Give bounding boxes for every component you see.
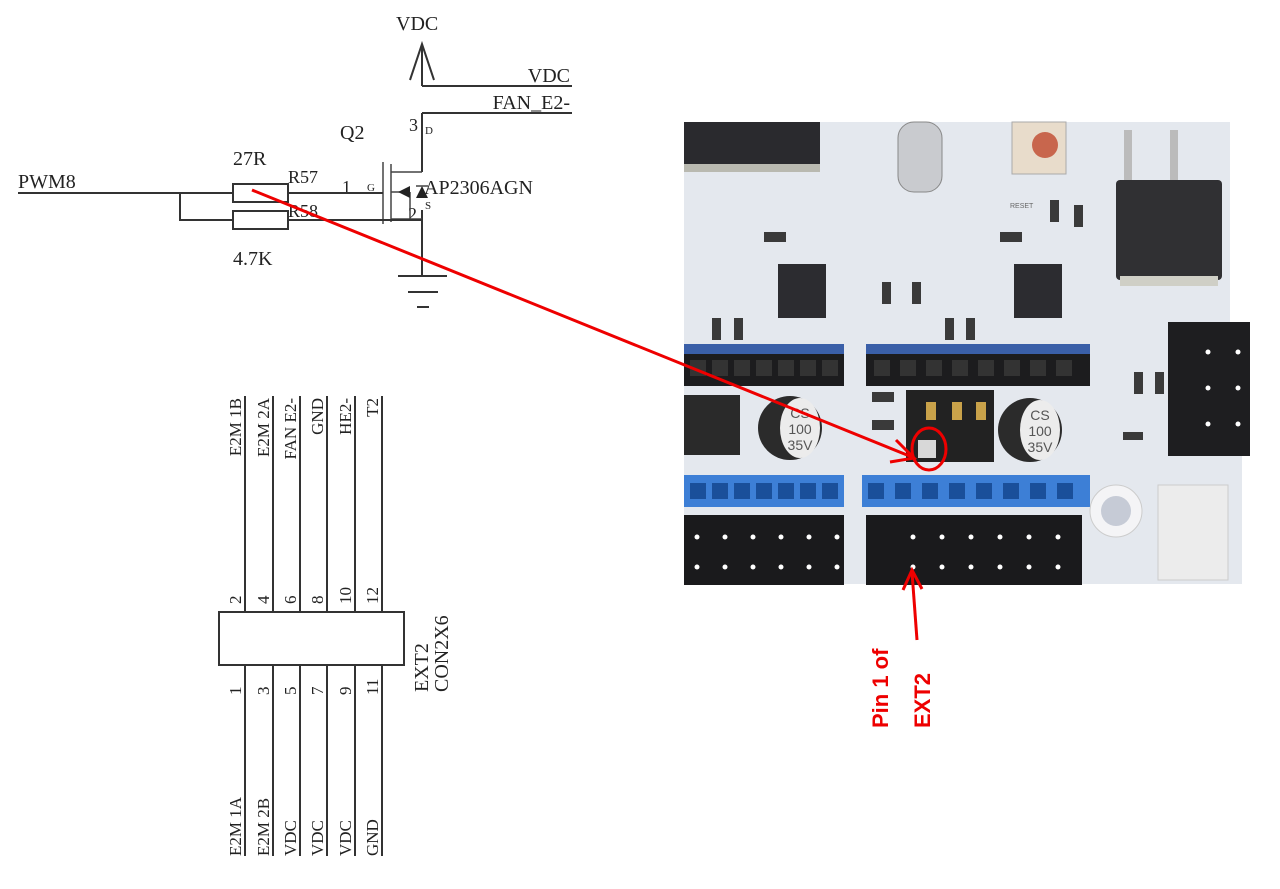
- connector-ref: EXT2: [411, 643, 433, 692]
- pin-drain-number: 3: [409, 115, 418, 135]
- capacitor-left: CS 100 35V: [758, 396, 822, 460]
- connector-pin-net: E2M 2B: [254, 798, 273, 856]
- drain-label: D: [425, 125, 433, 137]
- pin-gate-number: 1: [342, 177, 351, 197]
- connector-pin-number: 6: [281, 596, 300, 605]
- connector-pin-number: 7: [308, 686, 327, 695]
- annotation: Pin 1 of EXT2: [251, 188, 948, 728]
- pointer-arrow-line: [251, 188, 913, 459]
- reset-button: [1032, 132, 1058, 158]
- highlight-circle: [910, 426, 948, 472]
- pin1-label-line1: Pin 1 of: [868, 648, 893, 728]
- connector-pin-net: E2M 1A: [226, 796, 245, 856]
- voltage-regulator: [1116, 180, 1222, 280]
- connector-pin-net: GND: [363, 819, 382, 856]
- r57-value: 27R: [233, 148, 267, 170]
- pwm-net-label: PWM8: [18, 171, 76, 193]
- mounting-hole: [1101, 496, 1131, 526]
- connector-pin-number: 8: [308, 596, 327, 605]
- connector-pin-number: 3: [254, 687, 273, 696]
- connector-pin-net: E2M 2A: [254, 397, 273, 457]
- connector-pin-number: 1: [226, 687, 245, 696]
- pin1-label-line2: EXT2: [910, 673, 935, 728]
- gate-label: G: [367, 182, 375, 194]
- svg-text:35V: 35V: [1028, 439, 1054, 455]
- connector-part: CON2X6: [431, 615, 453, 692]
- reset-label: RESET: [1010, 203, 1034, 210]
- connector-pin-number: 11: [363, 679, 382, 695]
- capacitor-right: CS 100 35V: [998, 398, 1062, 462]
- pcb-photo: RESET: [684, 121, 1250, 585]
- connector-pin-number: 10: [336, 587, 355, 604]
- r58-value: 4.7K: [233, 248, 273, 270]
- connector-pin-net: HE2-: [336, 398, 355, 435]
- source-label: S: [425, 200, 431, 212]
- ground-icon: [398, 275, 447, 308]
- connector-pin-net: VDC: [336, 820, 355, 856]
- microcontroller-chip: [684, 122, 820, 164]
- mosfet-package: [778, 264, 826, 318]
- fan-net-label: FAN_E2-: [493, 92, 570, 114]
- pin-source-number: 2: [408, 204, 417, 224]
- connector-pin-net: T2: [363, 398, 382, 417]
- r57-ref: R57: [288, 167, 318, 187]
- connector-pin-net: FAN E2-: [281, 398, 300, 460]
- pin1-arrow-line: [910, 571, 919, 641]
- pin1-arrowhead-icon: [901, 566, 924, 591]
- svg-text:100: 100: [1028, 423, 1052, 439]
- connector-pin-number: 12: [363, 587, 382, 604]
- resistor-r58: [232, 210, 289, 230]
- svg-text:35V: 35V: [788, 437, 814, 453]
- connector-pin-net: GND: [308, 398, 327, 435]
- connector-pin-net: VDC: [281, 820, 300, 856]
- transistor-part: AP2306AGN: [424, 177, 533, 199]
- connector-pin-number: 2: [226, 596, 245, 605]
- svg-text:CS: CS: [1030, 407, 1049, 423]
- connector-pin-net: E2M 1B: [226, 398, 245, 456]
- fan-connectors: [1157, 484, 1229, 581]
- svg-text:100: 100: [788, 421, 812, 437]
- connector-pin-net: VDC: [308, 820, 327, 856]
- vdc-net-label: VDC: [528, 65, 570, 87]
- ext2-connector: [866, 515, 1082, 585]
- ext1-connector: [684, 515, 844, 585]
- connector-body: [218, 611, 405, 666]
- connector-pin-number: 9: [336, 687, 355, 696]
- transistor-ref: Q2: [340, 122, 364, 144]
- connector-pin-number: 4: [254, 595, 273, 604]
- power-symbol-label: VDC: [396, 13, 438, 35]
- mosfet-schematic: VDC VDC FAN_E2- 3 D 2 S Q2 AP2306AGN 1 G: [18, 13, 572, 308]
- connector-pin-number: 5: [281, 687, 300, 696]
